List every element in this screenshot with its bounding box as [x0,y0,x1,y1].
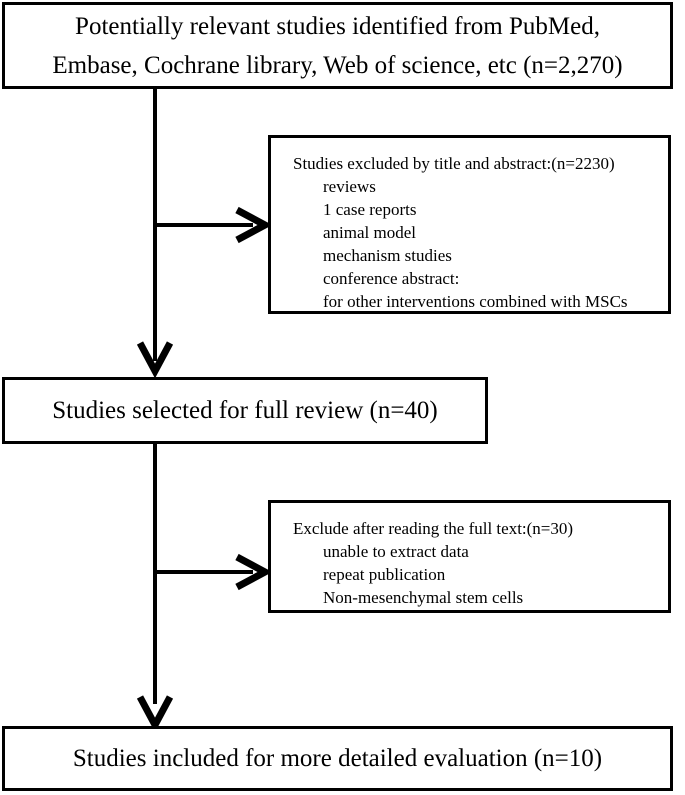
arrow-right-icon [235,553,273,591]
identified-studies-line-2: Embase, Cochrane library, Web of science… [52,51,623,79]
edge-selected-to-excluded-line [153,570,253,574]
selected-for-full-review-line-1: Studies selected for full review (n=40) [52,396,438,424]
edge-selected-to-included-line [153,444,157,704]
excluded-after-full-text-heading: Exclude after reading the full text:(n=3… [293,519,574,538]
included-for-detailed-evaluation-box: Studies included for more detailed evalu… [2,726,673,791]
excluded-reason-item: mechanism studies [323,246,452,265]
excluded-reason-item: 1 case reports [323,200,417,219]
excluded-reason-item: reviews [323,177,376,196]
excluded-reason-item: Non-mesenchymal stem cells [323,588,524,607]
excluded-by-title-abstract-heading: Studies excluded by title and abstract:(… [293,154,615,173]
excluded-after-full-text-box: Exclude after reading the full text:(n=3… [268,500,671,613]
identified-studies-box: Potentially relevant studies identified … [2,2,673,89]
edge-identified-to-excluded-line [153,223,253,227]
excluded-by-title-abstract-box: Studies excluded by title and abstract:(… [268,135,671,314]
arrow-right-icon [235,206,273,244]
excluded-reason-item: repeat publication [323,565,446,584]
excluded-reason-item: for other interventions combined with MS… [323,292,628,311]
excluded-reason-item: unable to extract data [323,542,469,561]
excluded-reason-item: conference abstract: [323,269,460,288]
selected-for-full-review-box: Studies selected for full review (n=40) [2,377,488,444]
included-for-detailed-evaluation-line-1: Studies included for more detailed evalu… [72,744,603,772]
excluded-reason-item: animal model [323,223,417,242]
edge-identified-to-selected-line [153,89,157,361]
arrow-down-icon [136,341,174,379]
identified-studies-line-1: Potentially relevant studies identified … [75,12,600,40]
